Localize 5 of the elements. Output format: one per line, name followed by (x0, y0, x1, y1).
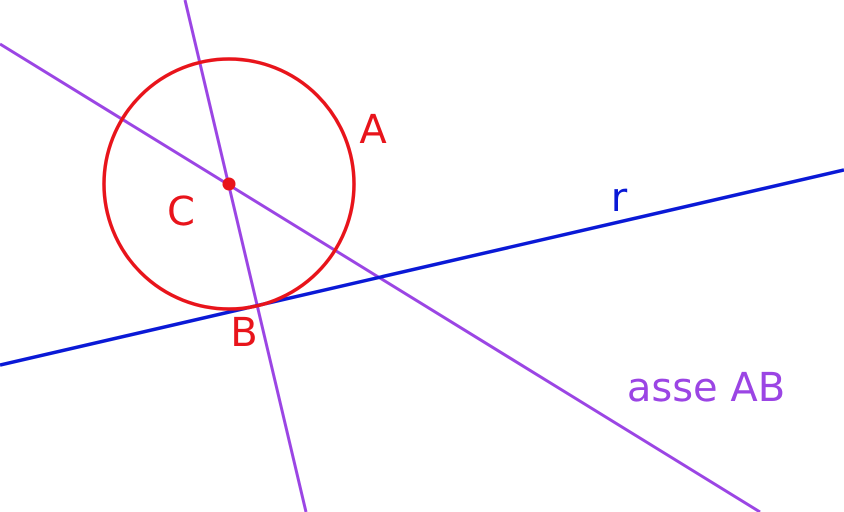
point-label: A (359, 110, 387, 150)
line-label: asse AB (626, 368, 786, 408)
line-label: r (610, 178, 628, 218)
point-label: B (230, 313, 258, 353)
point-label: C (167, 192, 195, 232)
